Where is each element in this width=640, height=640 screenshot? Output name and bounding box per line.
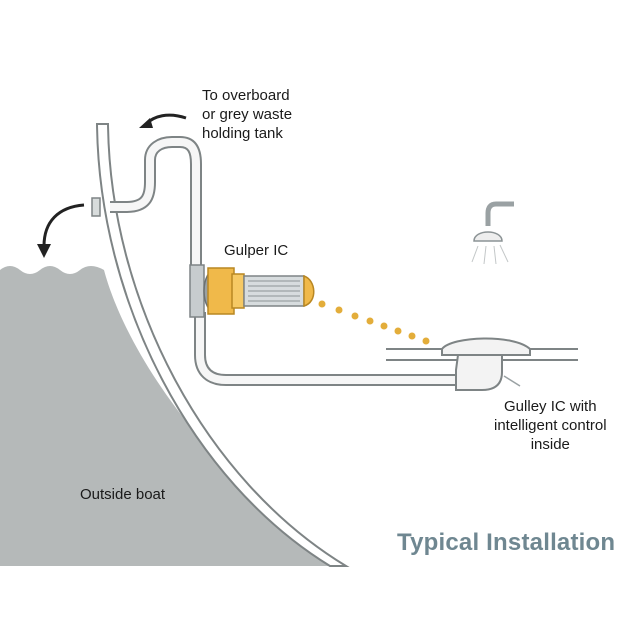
hull-wall	[95, 123, 350, 567]
shower-head-icon	[471, 201, 514, 265]
discharge-arrow-icon	[37, 203, 85, 258]
gulley-label-line-2: intelligent control	[494, 417, 607, 434]
gulley-label: Gulley IC with intelligent control insid…	[494, 397, 607, 454]
gulper-ic-pump	[189, 264, 315, 318]
overboard-label-line-3: holding tank	[202, 125, 283, 142]
overboard-label: To overboard or grey waste holding tank	[202, 86, 292, 143]
gulper-label: Gulper IC	[224, 241, 288, 260]
overboard-arrow-icon	[139, 113, 187, 128]
outside-water	[0, 266, 340, 566]
gulper-label-text: Gulper IC	[224, 242, 289, 259]
intake-pipe	[194, 312, 460, 386]
diagram-title: Typical Installation	[397, 529, 616, 556]
water-droplet-icon	[318, 300, 430, 345]
outside-boat-label: Outside boat	[80, 485, 165, 504]
gulley-ic	[441, 337, 531, 391]
outside-boat-label-text: Outside boat	[80, 486, 166, 503]
gulley-label-line-1: Gulley IC with	[504, 398, 597, 415]
overboard-label-line-1: To overboard	[202, 87, 290, 104]
hull-outlet-fitting	[91, 197, 101, 217]
overboard-label-line-2: or grey waste	[202, 106, 293, 123]
gulley-label-line-3: inside	[530, 436, 570, 453]
